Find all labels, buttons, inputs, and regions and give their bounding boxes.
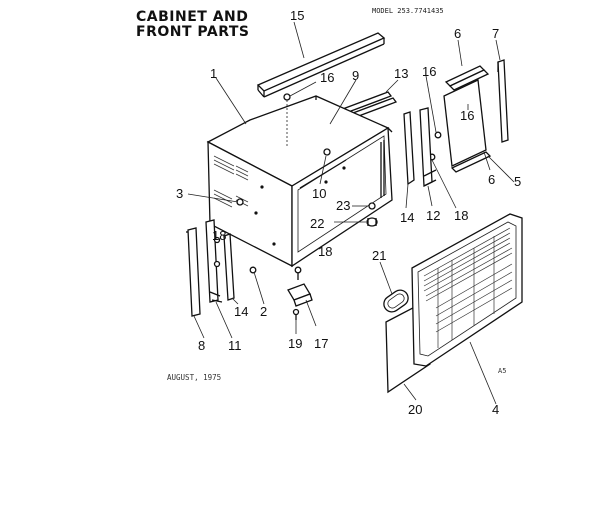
callout-12: 12 [426,208,440,223]
callout-18-a: 18 [454,208,468,223]
callout-8: 8 [198,338,205,353]
leader-lines [187,21,515,405]
callout-11: 11 [228,338,242,353]
callout-4: 4 [492,402,499,417]
callout-numbers: 15 1 16 9 13 16 6 7 16 6 5 3 10 23 22 14… [176,8,521,417]
callout-15: 15 [290,8,304,23]
filter-ring-part [383,289,409,313]
callout-20: 20 [408,402,422,417]
front-grille-part [411,213,523,367]
callout-3: 3 [176,186,183,201]
callout-16-a: 16 [320,70,334,85]
window-panel-part [443,65,492,173]
cabinet-part [206,95,393,268]
date-note: AUGUST, 1975 [167,373,222,382]
callout-13: 13 [394,66,408,81]
callout-5: 5 [514,174,521,189]
callout-16-b: 16 [422,64,436,79]
top-rail-part [256,32,386,98]
drawing-mark: A5 [498,367,507,375]
callout-14-b: 14 [234,304,248,319]
callout-1: 1 [210,66,217,81]
callout-18-b: 18 [212,228,226,243]
screw-part [236,93,472,320]
title-line-2: FRONT PARTS [136,24,250,40]
model-number: MODEL 253.7741435 [372,7,444,15]
callout-9: 9 [352,68,359,83]
side-angle-part [497,59,509,143]
side-channel-part [403,107,437,188]
callout-22: 22 [310,216,324,231]
callout-14-a: 14 [400,210,414,225]
callout-18-c: 18 [318,244,332,259]
callout-17: 17 [314,336,328,351]
callout-6-b: 6 [488,172,495,187]
callout-19: 19 [288,336,302,351]
callout-2: 2 [260,304,267,319]
fastener-part [366,202,378,227]
callout-6-a: 6 [454,26,461,41]
callout-10: 10 [312,186,326,201]
callout-23: 23 [336,198,350,213]
callout-21: 21 [372,248,386,263]
callout-7: 7 [492,26,499,41]
bracket-part [287,283,313,307]
callout-16-c: 16 [460,108,474,123]
left-side-parts [186,219,235,317]
title-line-1: CABINET AND [136,9,249,25]
